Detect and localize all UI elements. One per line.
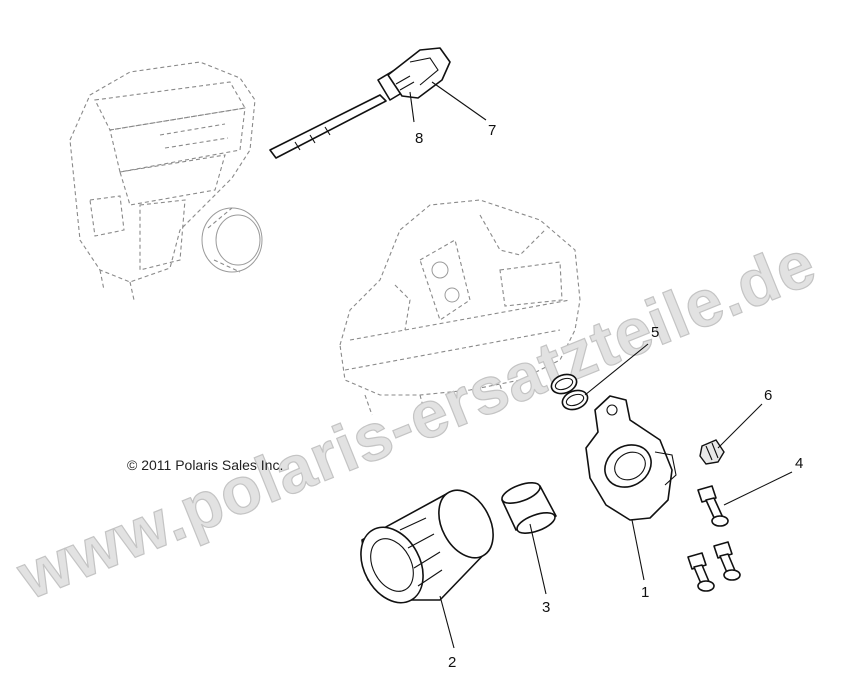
callout-4: 4 [795,455,803,472]
callout-5: 5 [651,324,659,341]
callout-8: 8 [415,130,423,147]
callout-1: 1 [641,584,649,601]
oil-filter [360,489,494,604]
callout-2: 2 [448,654,456,671]
plug-fitting [699,439,725,465]
filter-nipple [501,482,557,534]
dipstick-assembly [269,47,451,159]
leader-lines [409,81,793,649]
callout-7: 7 [488,122,496,139]
callout-6: 6 [764,387,772,404]
adapter-housing [585,395,677,521]
o-rings [550,373,589,411]
callout-3: 3 [542,599,550,616]
copyright-notice: © 2011 Polaris Sales Inc. [127,457,284,473]
bolts [687,485,741,592]
ghost-engine-center [339,199,581,416]
ghost-engine-top-left [69,61,263,301]
